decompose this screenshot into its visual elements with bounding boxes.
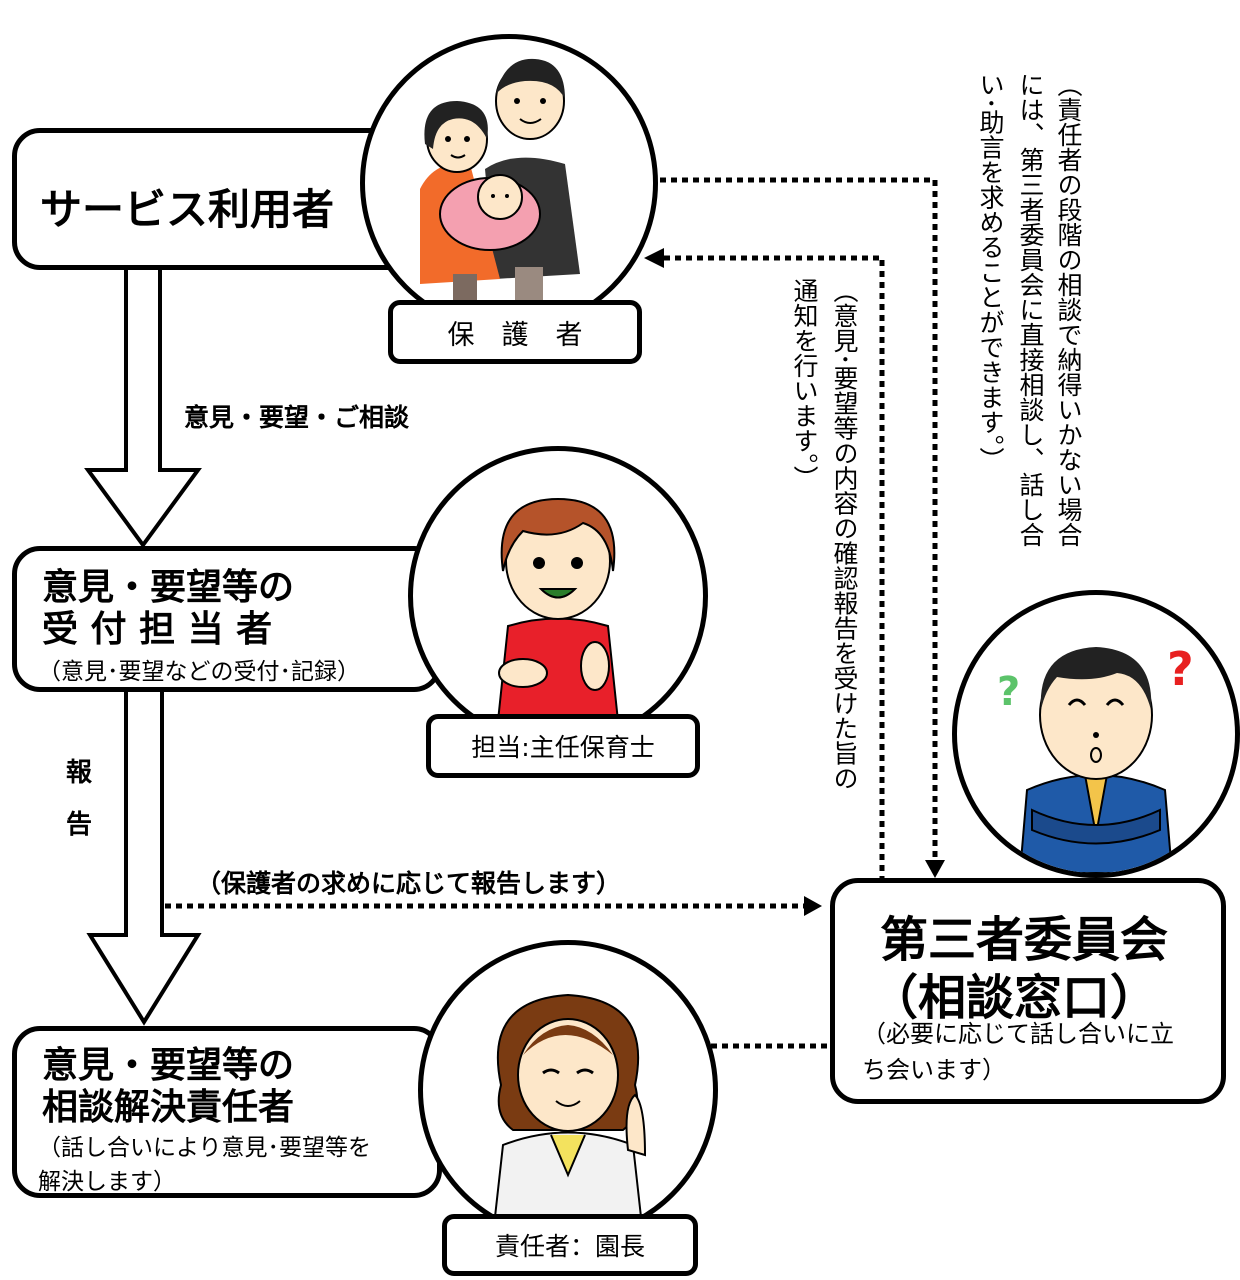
resolver-role-tag: 責任者：園長 (442, 1214, 698, 1276)
reception-role-tag: 担当:主任保育士 (426, 714, 700, 778)
edge-label-opinions: 意見・要望・ご相談 (184, 403, 410, 432)
flow-arrow-opinions (84, 264, 202, 549)
resolver-box (12, 1026, 442, 1198)
arrowhead-to-committee-top (925, 860, 945, 878)
committee-box (830, 878, 1226, 1104)
edge-label-report-1: 報 (66, 758, 93, 788)
direct-text-line1: （責任者の段階の相談で納得いかない場合 (1054, 72, 1083, 547)
arrowhead-to-user (644, 248, 664, 268)
staff-woman-illustration-icon (496, 497, 620, 722)
reception-title-line2: 受 付 担 当 者 (42, 609, 273, 650)
edge-label-report-2: 告 (66, 810, 93, 840)
dotted-line-notify (662, 255, 885, 882)
edge-label-report-on-request: （保護者の求めに応じて報告します） (196, 869, 622, 898)
dotted-line-direct-consult (660, 177, 938, 862)
direct-text-line3: い･助言を求めることができます。） (976, 72, 1005, 473)
director-woman-illustration-icon (491, 993, 647, 1235)
committee-note-line1: （必要に応じて話し合いに立 (862, 1020, 1174, 1048)
resolver-title-line2: 相談解決責任者 (42, 1087, 295, 1128)
reception-box (12, 546, 442, 692)
svg-text:?: ? (1167, 642, 1194, 696)
family-illustration-icon (420, 58, 580, 309)
notify-text-line2: 通知を行います。） (790, 278, 819, 491)
user-role-tag: 保 護 者 (388, 300, 642, 364)
direct-text-line2: には、第三者委員会に直接相談し、話し合 (1016, 72, 1045, 547)
arrowhead-to-committee-left (804, 896, 822, 916)
committee-note-line2: ち会います） (862, 1056, 1006, 1084)
resolver-note-line2: 解決します） (38, 1169, 176, 1195)
committee-title-line2: （相談窓口） (870, 970, 1159, 1026)
notify-text-line1: （意見･要望等の内容の確認報告を受けた旨の (830, 278, 859, 791)
svg-text:?: ? (997, 669, 1020, 715)
staff-illustration-frame (408, 446, 708, 746)
user-title: サービス利用者 (40, 185, 335, 234)
man-illustration-frame: ? ? (952, 590, 1240, 878)
committee-title-line1: 第三者委員会 (880, 912, 1169, 968)
thinking-man-illustration-icon: ? ? (997, 642, 1194, 873)
resolver-title-line1: 意見・要望等の (42, 1045, 295, 1086)
family-illustration-frame (360, 34, 658, 332)
reception-note: （意見･要望などの受付･記録） (38, 659, 360, 685)
resolver-note-line1: （話し合いにより意見･要望等を (38, 1135, 372, 1161)
director-illustration-frame (418, 940, 718, 1240)
flow-arrow-report (86, 688, 202, 1026)
reception-title-line1: 意見・要望等の (42, 567, 295, 608)
